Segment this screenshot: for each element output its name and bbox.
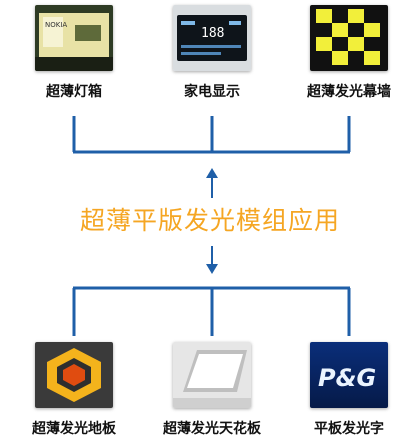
label-ultra-thin-floor: 超薄发光地板 bbox=[32, 421, 116, 437]
label-appliance-display: 家电显示 bbox=[184, 84, 240, 100]
lightbox-photo: NOKIA bbox=[35, 5, 113, 71]
label-ultra-thin-curtain-wall: 超薄发光幕墙 bbox=[307, 84, 391, 100]
lcd-digits: 188 bbox=[201, 26, 224, 41]
ceiling-panel-photo bbox=[173, 342, 251, 408]
center-title: 超薄平版发光模组应用 bbox=[79, 206, 340, 235]
pg-logo-photo: P&G bbox=[310, 342, 388, 408]
pg-logo-text: P&G bbox=[318, 364, 376, 392]
label-ultra-thin-ceiling: 超薄发光天花板 bbox=[163, 421, 261, 437]
hexagon-floor-photo bbox=[35, 342, 113, 408]
checker-wall-photo bbox=[310, 5, 388, 71]
lightbox-logo-text: NOKIA bbox=[45, 21, 67, 29]
label-flat-light-letters: 平板发光字 bbox=[314, 421, 384, 437]
lcd-display-photo: 188 bbox=[173, 5, 251, 71]
label-ultra-thin-lightbox: 超薄灯箱 bbox=[46, 84, 102, 100]
